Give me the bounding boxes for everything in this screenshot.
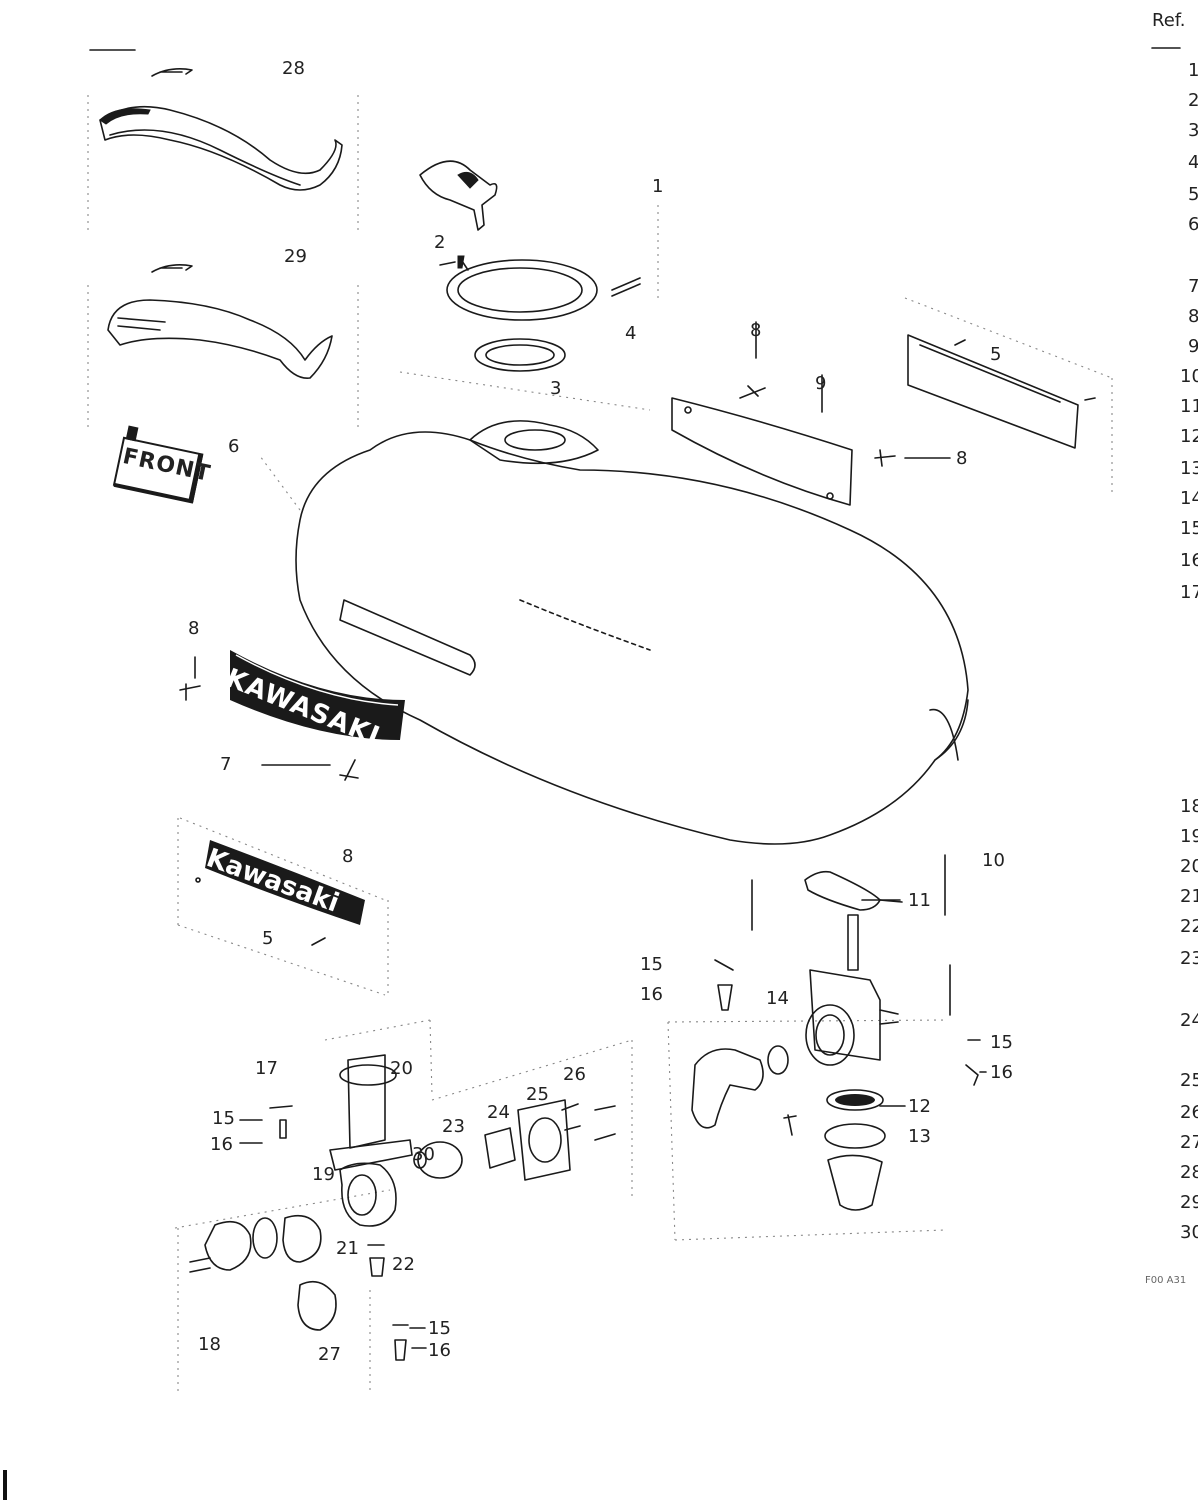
- ref-12: 12: [1180, 426, 1198, 447]
- tank-stripe-decal-28: [87, 68, 359, 235]
- callout-28: 28: [282, 58, 305, 79]
- ref-13: 13: [1180, 458, 1198, 479]
- callout-5-decal: 5: [262, 928, 274, 949]
- callout-11: 11: [908, 890, 931, 911]
- callout-20: 20: [390, 1058, 413, 1079]
- callout-18: 18: [198, 1334, 221, 1355]
- callout-8-emblem-top: 8: [188, 618, 200, 639]
- ref-10: 10: [1180, 366, 1198, 387]
- callout-8-emblem-bottom: 8: [342, 846, 354, 867]
- callout-10: 10: [982, 850, 1005, 871]
- callout-7: 7: [220, 754, 232, 775]
- mounting-bracket-9: [671, 321, 951, 506]
- callout-17: 17: [255, 1058, 278, 1079]
- callout-30: 30: [412, 1144, 435, 1165]
- front-label-plate: [112, 425, 204, 504]
- ref-24: 24: [1180, 1010, 1198, 1031]
- callout-15-right-b: 15: [990, 1032, 1013, 1053]
- ref-23: 23: [1180, 948, 1198, 969]
- ref-8: 8: [1188, 306, 1198, 327]
- ref-4: 4: [1188, 152, 1198, 173]
- callout-26: 26: [563, 1064, 586, 1085]
- ref-25: 25: [1180, 1070, 1198, 1091]
- ref-15: 15: [1180, 518, 1198, 539]
- callout-22: 22: [392, 1254, 415, 1275]
- callout-19: 19: [312, 1164, 335, 1185]
- callout-3: 3: [550, 378, 562, 399]
- ref-2: 2: [1188, 90, 1198, 111]
- ref-27: 27: [1180, 1132, 1198, 1153]
- callout-1: 1: [652, 176, 664, 197]
- ref-22: 22: [1180, 916, 1198, 937]
- callout-24: 24: [487, 1102, 510, 1123]
- callout-13: 13: [908, 1126, 931, 1147]
- ref-18: 18: [1180, 796, 1198, 817]
- ref-7: 7: [1188, 276, 1198, 297]
- ref-5: 5: [1188, 184, 1198, 205]
- callout-29: 29: [284, 246, 307, 267]
- callout-8-bracket-right: 8: [956, 448, 968, 469]
- callout-2: 2: [434, 232, 446, 253]
- ref-17: 17: [1180, 582, 1198, 603]
- callout-6: 6: [228, 436, 240, 457]
- ref-14: 14: [1180, 488, 1198, 509]
- callout-23: 23: [442, 1116, 465, 1137]
- kawasaki-side-decal: [177, 817, 389, 996]
- callout-12: 12: [908, 1096, 931, 1117]
- ref-9: 9: [1188, 336, 1198, 357]
- callout-16-bottom: 16: [428, 1340, 451, 1361]
- fuel-tap-assembly-left: [174, 1019, 633, 1395]
- callout-21: 21: [336, 1238, 359, 1259]
- ref-20: 20: [1180, 856, 1198, 877]
- ref-6: 6: [1188, 214, 1198, 235]
- callout-8-bracket-top: 8: [750, 320, 762, 341]
- callout-16-right-a: 16: [640, 984, 663, 1005]
- tank-stripe-decal-29: [87, 264, 359, 430]
- cap-gasket-3: [474, 338, 566, 372]
- callout-9: 9: [815, 373, 827, 394]
- ref-19: 19: [1180, 826, 1198, 847]
- ref-21: 21: [1180, 886, 1198, 907]
- callout-5-plate: 5: [990, 344, 1002, 365]
- callout-25: 25: [526, 1084, 549, 1105]
- ref-26: 26: [1180, 1102, 1198, 1123]
- callout-14: 14: [766, 988, 789, 1009]
- ref-30: 30: [1180, 1222, 1198, 1243]
- ref-1: 1: [1188, 60, 1198, 81]
- fuel-tap-assembly-right: [667, 854, 987, 1241]
- callout-16-left: 16: [210, 1134, 233, 1155]
- ref-28: 28: [1180, 1162, 1198, 1183]
- ref-16: 16: [1180, 550, 1198, 571]
- callout-15-right-a: 15: [640, 954, 663, 975]
- heat-shield-plate-5: [904, 297, 1113, 495]
- footer-code: F00 A31: [1145, 1275, 1187, 1286]
- ref-header: Ref.: [1152, 10, 1186, 31]
- kawasaki-tank-emblem: [179, 650, 405, 781]
- ref-29: 29: [1180, 1192, 1198, 1213]
- callout-4: 4: [625, 323, 637, 344]
- fuel-cap-assembly: [399, 160, 659, 411]
- fuel-tank: [259, 420, 969, 845]
- ref-11: 11: [1180, 396, 1198, 417]
- callout-15-left: 15: [212, 1108, 235, 1129]
- callout-16-right-b: 16: [990, 1062, 1013, 1083]
- ref-3: 3: [1188, 120, 1198, 141]
- callout-27: 27: [318, 1344, 341, 1365]
- callout-15-bottom: 15: [428, 1318, 451, 1339]
